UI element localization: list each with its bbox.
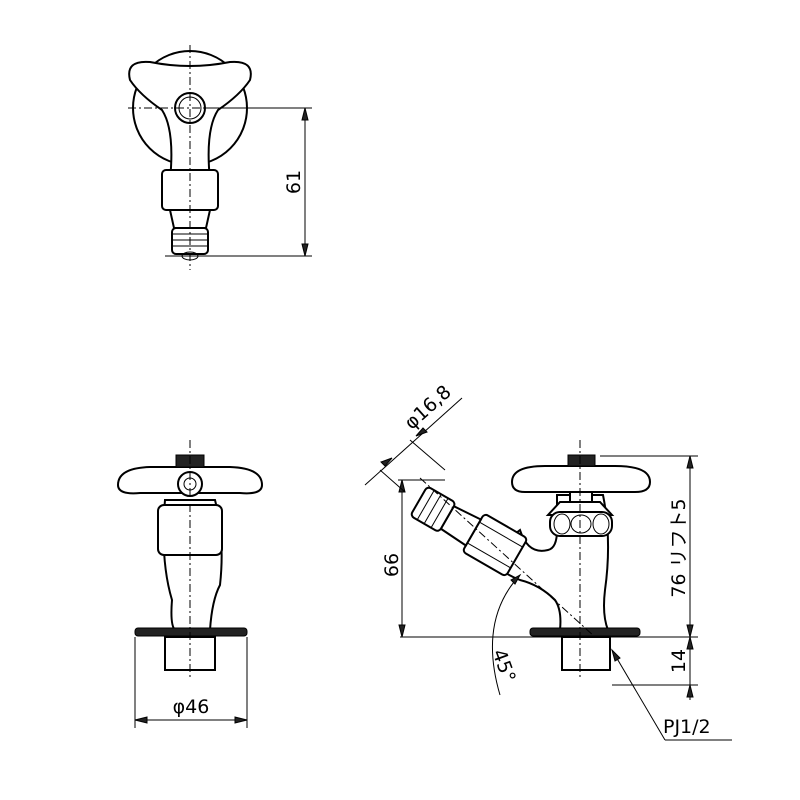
dim-phi46: φ46 [173,696,210,718]
dim-phi16-8: φ16,8 [400,381,455,434]
top-view: 61 [128,45,312,270]
angle-45: 45° [488,646,520,685]
dim-61: 61 [283,170,305,194]
thread-spec-label: PJ1/2 [663,716,711,738]
front-view: φ46 [116,440,264,728]
side-view: 66 76 リフト5 14 φ16,8 45° PJ1/2 [364,381,732,741]
dim-66: 66 [381,553,403,577]
dim-14: 14 [668,649,690,673]
dim-76-lift5: 76 リフト5 [668,498,690,597]
